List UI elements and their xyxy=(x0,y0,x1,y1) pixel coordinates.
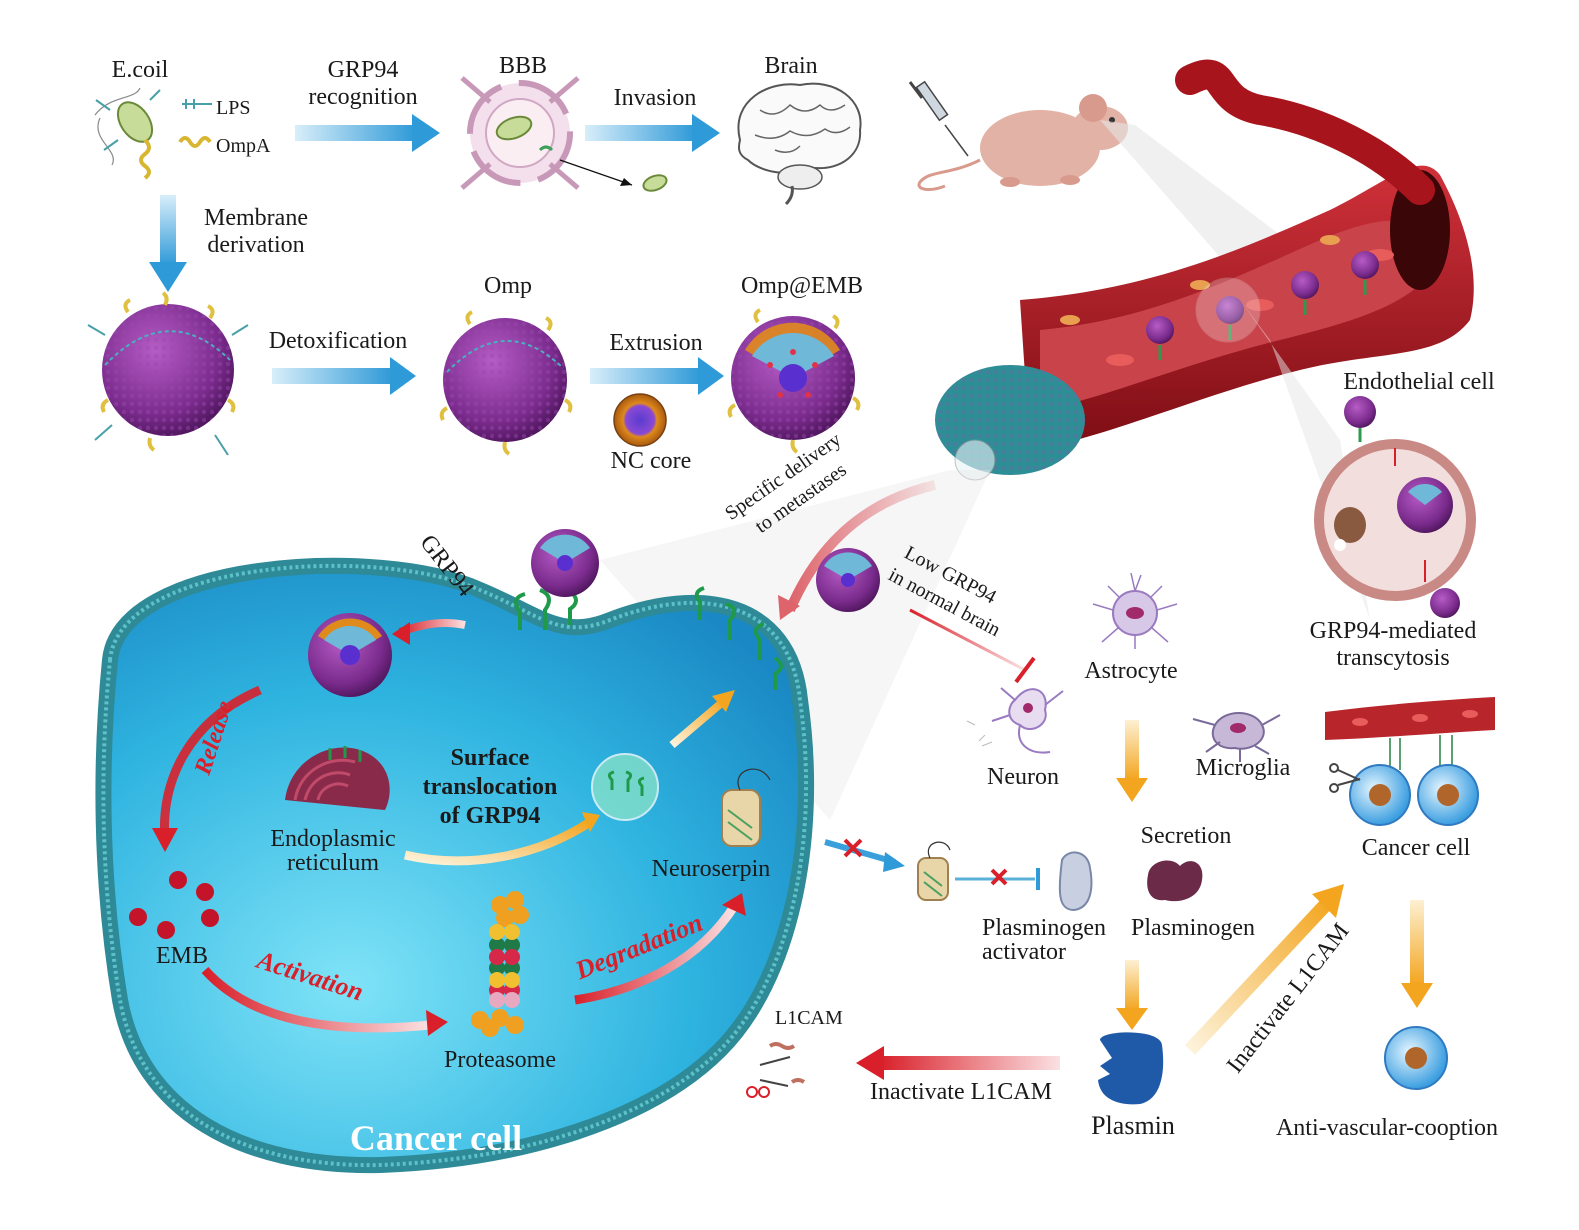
neuroserpin-outside xyxy=(917,841,951,901)
label-plasminogen-activator-1: Plasminogen xyxy=(982,915,1106,941)
label-invasion: Invasion xyxy=(613,85,697,111)
inhibit-line-low-grp94 xyxy=(909,608,1036,684)
cancer-cells-coopting xyxy=(1349,764,1479,826)
internalized-particle xyxy=(308,613,392,697)
plasminogen-icon xyxy=(1147,860,1203,902)
label-surface-translocation-1: Surface xyxy=(450,745,530,771)
label-l1cam: L1CAM xyxy=(775,1007,843,1029)
arrow-degradation xyxy=(574,902,739,1005)
label-endothelial-cell: Endothelial cell xyxy=(1343,369,1495,395)
label-ecoli: E.coil xyxy=(111,57,169,83)
microglia xyxy=(1192,712,1281,762)
ecoli-illustration xyxy=(94,87,161,180)
metastasis-cluster xyxy=(935,365,1085,481)
vessel-segment-small xyxy=(1325,697,1495,770)
brain-illustration xyxy=(737,82,862,206)
label-plasminogen: Plasminogen xyxy=(1131,915,1255,941)
arrow-release xyxy=(159,685,262,841)
label-surface-translocation-2: translocation xyxy=(422,774,558,800)
label-omp-emb: Omp@EMB xyxy=(740,273,864,299)
neuroserpin-molecule xyxy=(721,768,771,847)
label-transcytosis-2: transcytosis xyxy=(1336,645,1450,671)
arrow-grp94-recognition xyxy=(295,114,440,152)
label-inactivate-l1cam: Inactivate L1CAM xyxy=(870,1079,1052,1105)
plasmin-icon xyxy=(1098,1032,1164,1105)
label-membrane-derivation-1: Membrane xyxy=(204,205,308,231)
endothelial-cell-illustration xyxy=(1314,396,1476,618)
label-astrocyte: Astrocyte xyxy=(1084,658,1178,684)
label-extrusion: Extrusion xyxy=(609,330,703,356)
label-er-2: reticulum xyxy=(287,850,379,876)
label-detoxification: Detoxification xyxy=(268,328,408,354)
label-membrane-derivation-2: derivation xyxy=(207,232,305,258)
label-anti-vascular-cooption: Anti-vascular-cooption xyxy=(1275,1115,1499,1141)
label-ompa: OmpA xyxy=(216,135,271,157)
proteasome xyxy=(471,891,529,1037)
arrow-secretion xyxy=(1116,720,1148,802)
lps-legend-icon xyxy=(182,99,212,109)
label-microglia: Microglia xyxy=(1195,755,1291,781)
arrow-neuroserpin-out xyxy=(824,838,905,872)
arrow-inactivate-l1cam-diag xyxy=(1184,884,1344,1055)
arrow-inactivate-l1cam xyxy=(856,1046,1060,1080)
emb-molecules xyxy=(129,871,219,939)
label-plasmin: Plasmin xyxy=(1091,1111,1175,1140)
zoom-cone-vessel xyxy=(1100,120,1300,280)
label-transcytosis-1: GRP94-mediated xyxy=(1309,618,1477,644)
label-bbb: BBB xyxy=(498,53,548,79)
syringe-icon xyxy=(908,80,969,157)
label-cancer-cell: Cancer cell xyxy=(349,1118,523,1158)
label-surface-translocation-3: of GRP94 xyxy=(439,803,541,829)
approaching-particle xyxy=(816,548,880,612)
zoom-cone-cancer xyxy=(600,470,990,820)
arrow-anti-vascular xyxy=(1401,900,1433,1008)
label-neuron: Neuron xyxy=(987,764,1059,790)
label-grp94-recognition-1: GRP94 xyxy=(327,57,399,83)
free-cancer-cell xyxy=(1384,1026,1448,1090)
vessel-nanoparticles xyxy=(1146,251,1379,360)
label-plasminogen-activator-2: activator xyxy=(982,939,1066,965)
nc-core-particle xyxy=(613,393,667,447)
grp94-receptors xyxy=(514,586,783,690)
arrow-membrane-derivation xyxy=(149,195,187,292)
arrow-to-surface xyxy=(669,696,728,749)
bbb-illustration xyxy=(460,76,668,192)
bacterial-membrane-particle xyxy=(87,291,249,456)
label-lps: LPS xyxy=(216,97,251,119)
label-nc-core: NC core xyxy=(610,448,692,474)
grp94-bound-particle xyxy=(531,529,599,597)
plasminogen-activator-icon xyxy=(1058,851,1093,912)
endoplasmic-reticulum xyxy=(285,746,390,810)
ompa-legend-icon xyxy=(178,136,212,148)
arrow-surface-translocation xyxy=(403,818,593,866)
arrow-to-plasmin xyxy=(1116,960,1148,1030)
omp-particle xyxy=(439,310,573,456)
arrow-detoxification xyxy=(272,357,416,395)
arrow-invasion xyxy=(585,114,720,152)
label-omp: Omp xyxy=(484,273,532,299)
neuron xyxy=(966,687,1064,754)
grp94-vesicle xyxy=(591,753,659,821)
label-emb: EMB xyxy=(155,943,209,969)
label-brain: Brain xyxy=(764,53,818,79)
l1cam-scissors-icon xyxy=(746,1042,806,1098)
mouse-illustration xyxy=(917,94,1128,191)
label-proteasome: Proteasome xyxy=(444,1047,556,1073)
label-secretion: Secretion xyxy=(1140,823,1232,849)
label-cancer-cell-right: Cancer cell xyxy=(1361,835,1471,861)
arrow-activation xyxy=(201,966,431,1033)
scissors-icon-cooption xyxy=(1329,763,1361,793)
omp-emb-particle xyxy=(727,308,861,454)
arrow-specific-delivery xyxy=(785,480,937,612)
inhibit-neuroserpin xyxy=(955,868,1040,890)
label-grp94-recognition-2: recognition xyxy=(308,84,418,110)
arrow-extrusion xyxy=(590,357,724,395)
label-er-1: Endoplasmic xyxy=(270,826,396,852)
astrocyte xyxy=(1092,572,1178,649)
label-neuroserpin: Neuroserpin xyxy=(651,856,771,882)
